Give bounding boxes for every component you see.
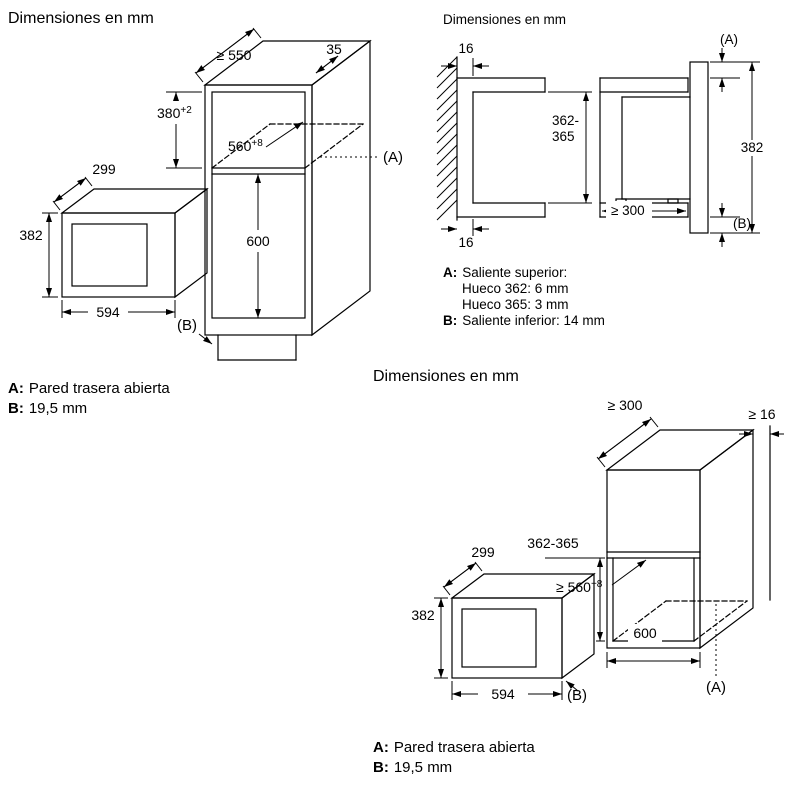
wall-cabinet xyxy=(605,425,771,650)
diagram2-title: Dimensiones en mm xyxy=(443,12,566,27)
dim-top-edge: 35 xyxy=(326,41,342,57)
dim-mw3-height: 382 xyxy=(411,607,435,623)
dim-rear-gap-bottom: 16 xyxy=(458,235,473,250)
diagram1-dimensions xyxy=(42,27,378,345)
niche-floor-hidden-right xyxy=(304,123,364,169)
microwave-front-face xyxy=(61,212,176,298)
legend-a-detail1: Hueco 362: 6 mm xyxy=(462,281,569,296)
dim-niche-height: 380+2 xyxy=(157,105,192,121)
mask-bottom-width xyxy=(628,624,662,643)
cabinet3-front-face xyxy=(606,469,701,649)
appliance-foot-right xyxy=(667,198,679,204)
dim-niche-depth: 560+8 xyxy=(228,138,263,154)
microwave-door-window xyxy=(71,223,148,287)
microwave-right-face xyxy=(174,187,208,299)
note-b-3: B:19,5 mm xyxy=(373,759,452,776)
label-b-2: (B) xyxy=(733,216,751,231)
label-a-3: (A) xyxy=(706,679,726,696)
label-a-1: (A) xyxy=(383,149,403,166)
cabinet-front-face xyxy=(204,84,313,336)
dim-mw3-depth: 299 xyxy=(471,544,495,560)
niche-floor-hidden-left xyxy=(211,123,271,169)
dim-niche-height-line1: 362- xyxy=(552,113,579,128)
microwave3-front-face xyxy=(451,597,563,679)
note-a-3: A:Pared trasera abierta xyxy=(373,739,535,756)
mask-front-height xyxy=(737,140,767,156)
wall-hatching xyxy=(436,56,458,221)
legend-a: A:Saliente superior: xyxy=(443,265,567,280)
diagram3-title: Dimensiones en mm xyxy=(373,368,519,385)
microwave-top-face xyxy=(60,188,209,214)
label-b-3: (B) xyxy=(567,687,587,704)
dim-niche3-depth: ≥ 560+8 xyxy=(556,579,603,595)
tall-cabinet xyxy=(203,39,372,361)
diagram1-title: Dimensiones en mm xyxy=(8,10,154,27)
diagram3-wall-installation: Dimensiones en mm xyxy=(373,368,784,776)
dim-min-rear-gap: ≥ 16 xyxy=(748,406,775,422)
legend-b: B:Saliente inferior: 14 mm xyxy=(443,313,605,328)
cabinet-right-face xyxy=(311,39,371,337)
cabinet3-right-face xyxy=(699,428,754,650)
dim-niche3-height: 362-365 xyxy=(527,535,579,551)
dim-mw3-width: 594 xyxy=(491,686,515,702)
microwave-isometric-1 xyxy=(60,187,209,299)
label-b-1: (B) xyxy=(177,317,197,334)
legend-a-detail2: Hueco 365: 3 mm xyxy=(462,297,569,312)
dim-front-height: 382 xyxy=(741,140,764,155)
niche3-floor-hidden-right xyxy=(693,600,748,642)
diagram3-dimensions xyxy=(434,416,784,700)
microwave3-door-window xyxy=(461,608,537,668)
dim-min-depth: ≥ 300 xyxy=(611,203,645,218)
dim-mw-depth: 299 xyxy=(92,161,116,177)
dim-rear-gap-top: 16 xyxy=(458,41,473,56)
dim-min-top-depth: ≥ 300 xyxy=(608,397,643,413)
diagram2-side-sections: Dimensiones en mm xyxy=(436,12,767,328)
dim-bottom-width: 600 xyxy=(633,625,657,641)
left-section-cabinet xyxy=(456,56,546,221)
mask-min-depth xyxy=(606,201,652,219)
dim-lower-compartment: 600 xyxy=(246,233,270,249)
note-b-1: B:19,5 mm xyxy=(8,400,87,417)
microwave-isometric-3 xyxy=(450,572,596,680)
dim-niche-height-line2: 365 xyxy=(552,129,575,144)
diagram1-column-installation: Dimensiones en mm xyxy=(8,10,403,417)
dim-top-depth: ≥ 550 xyxy=(217,47,252,63)
niche3-floor-hidden-left xyxy=(612,600,667,642)
dim-mw-width: 594 xyxy=(96,304,120,320)
label-a-2: (A) xyxy=(720,32,738,47)
dim-mw-height: 382 xyxy=(19,227,43,243)
appliance-front-panel xyxy=(689,61,709,234)
note-a-1: A:Pared trasera abierta xyxy=(8,380,170,397)
